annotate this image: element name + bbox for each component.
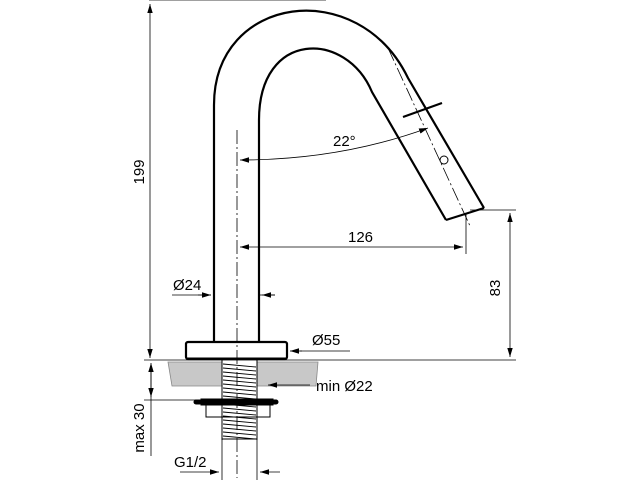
thread-line [222, 423, 257, 428]
dim-spout-angle-label: 22° [333, 133, 356, 150]
thread-line [222, 407, 257, 412]
thread-line [222, 383, 257, 388]
spout-collar-line [402, 101, 443, 119]
dim-base-diameter-label: Ø55 [312, 332, 340, 349]
dim-outlet-height-label: 83 [487, 280, 504, 297]
thread-line [222, 363, 257, 368]
dim-total-height: 199 [131, 0, 326, 358]
dim-hole-diameter: min Ø22 [268, 378, 373, 395]
thread-line [222, 431, 257, 436]
thread-line [222, 391, 257, 396]
dim-spout-angle: 22° [239, 127, 429, 163]
dim-pipe-diameter-label: Ø24 [173, 277, 201, 294]
centerlines [236, 47, 471, 478]
thread-line [222, 427, 257, 432]
base-flange [184, 340, 289, 361]
thread-line [222, 371, 257, 376]
dim-pipe-diameter: Ø24 [172, 277, 275, 298]
dim-hole-diameter-label: min Ø22 [316, 378, 373, 395]
dim-total-height-label: 199 [131, 159, 148, 184]
thread-line [222, 379, 257, 384]
thread-line [222, 419, 257, 424]
dim-spout-reach: 126 [240, 214, 467, 254]
thread-line [222, 375, 257, 380]
dim-outlet-height: 83 [470, 209, 516, 357]
dim-thread-label: G1/2 [174, 454, 207, 471]
dim-max-thickness: max 30 [131, 363, 200, 456]
mounting-nut [193, 398, 279, 440]
faucet-body [212, 9, 485, 342]
thread-line [222, 387, 257, 392]
dim-base-diameter: Ø55 [290, 332, 350, 354]
dim-max-thickness-label: max 30 [131, 403, 148, 452]
sensor-icon [439, 155, 449, 165]
thread-line [222, 367, 257, 372]
thread-line [222, 411, 257, 416]
dim-thread: G1/2 [174, 440, 280, 480]
thread-line [222, 435, 257, 440]
dim-spout-reach-label: 126 [348, 229, 373, 246]
